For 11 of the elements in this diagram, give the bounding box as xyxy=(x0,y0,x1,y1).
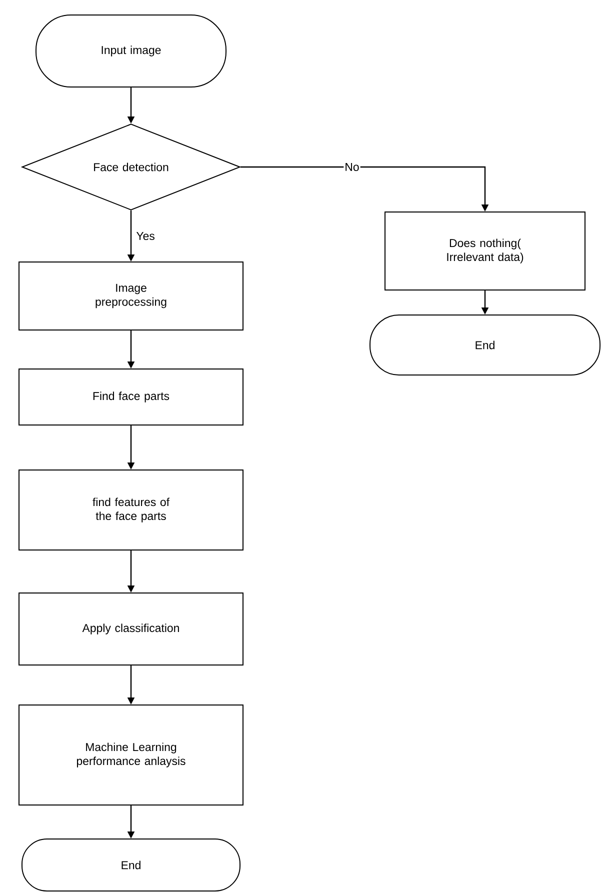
process-box: Apply classification xyxy=(18,592,244,666)
terminal-box: Input image xyxy=(36,14,226,88)
process-box: Machine Learning performance anlaysis xyxy=(18,704,244,806)
process-box: Find face parts xyxy=(18,368,244,426)
process-box: find features of the face parts xyxy=(18,470,244,550)
terminal-box: End xyxy=(22,838,240,892)
process-box: Image preprocessing xyxy=(18,262,244,330)
terminal-box: End xyxy=(370,314,600,376)
edge-label: No xyxy=(344,162,360,172)
edge-label: Yes xyxy=(135,231,156,241)
process-box: Does nothing( Irrelevant data) xyxy=(384,212,586,290)
